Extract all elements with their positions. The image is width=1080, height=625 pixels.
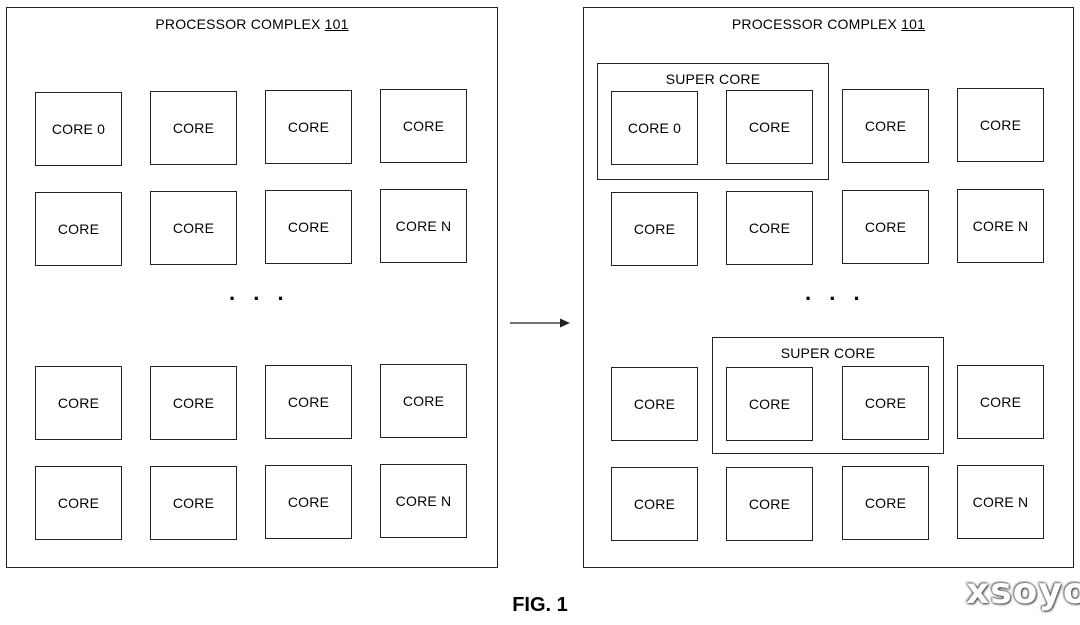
core-label: CORE [57,395,100,411]
core-box: CORE 0 [611,91,698,165]
ellipsis: . . . [805,280,866,305]
core-box: CORE [150,191,237,265]
core-label: CORE [748,119,791,135]
core-box: CORE [842,190,929,264]
core-label: CORE [633,496,676,512]
core-label: CORE [287,394,330,410]
core-box: CORE [150,366,237,440]
core-box: CORE N [380,464,467,538]
super-core-group: SUPER CORE [712,337,944,454]
core-label: CORE [287,494,330,510]
core-box: CORE [842,366,929,440]
core-box: CORE N [957,465,1044,539]
core-box: CORE [150,91,237,165]
core-label: CORE [864,495,907,511]
core-label: CORE [633,396,676,412]
core-box: CORE [957,365,1044,439]
super-core-label: SUPER CORE [665,71,761,87]
core-box: CORE [611,467,698,541]
core-label: CORE [172,220,215,236]
core-label: CORE 0 [51,121,106,137]
core-box: CORE [265,90,352,164]
core-box: CORE [957,88,1044,162]
core-label: CORE [748,220,791,236]
core-box: CORE N [957,189,1044,263]
core-label: CORE [172,495,215,511]
core-box: CORE [265,465,352,539]
super-core-label: SUPER CORE [780,345,876,361]
core-label: CORE [633,221,676,237]
core-label: CORE N [395,493,452,509]
core-label: CORE [172,395,215,411]
core-box: CORE [726,367,813,441]
core-box: CORE [842,89,929,163]
core-box: CORE [842,466,929,540]
core-box: CORE [726,191,813,265]
core-label: CORE 0 [627,120,682,136]
core-label: CORE [979,394,1022,410]
core-box: CORE [726,90,813,164]
ellipsis: . . . [229,280,290,305]
core-box: CORE [35,366,122,440]
core-box: CORE [265,365,352,439]
core-label: CORE [172,120,215,136]
processor-complex-reference-number: 101 [901,16,926,32]
core-box: CORE [380,364,467,438]
core-label: CORE [57,221,100,237]
core-label: CORE [402,393,445,409]
core-label: CORE [402,118,445,134]
core-label: CORE [748,396,791,412]
core-label: CORE [864,219,907,235]
core-label: CORE [979,117,1022,133]
core-box: CORE [35,192,122,266]
core-box: CORE [611,367,698,441]
processor-complex-reference-number: 101 [324,16,349,32]
core-box: CORE [611,192,698,266]
processor-complex-title: PROCESSOR COMPLEX 101 [584,16,1073,32]
watermark-logo: xsoyo [966,571,1080,612]
core-label: CORE N [395,218,452,234]
core-box: CORE [265,190,352,264]
core-label: CORE [864,395,907,411]
processor-complex-title-text: PROCESSOR COMPLEX [155,16,321,32]
core-label: CORE N [972,218,1029,234]
core-box: CORE 0 [35,92,122,166]
core-label: CORE [287,119,330,135]
core-label: CORE [748,496,791,512]
core-label: CORE [864,118,907,134]
core-box: CORE [150,466,237,540]
core-label: CORE [57,495,100,511]
figure-label: FIG. 1 [512,594,568,616]
processor-complex-title-text: PROCESSOR COMPLEX [731,16,898,32]
super-core-group: SUPER CORE [597,63,829,180]
core-box: CORE [380,89,467,163]
core-box: CORE [726,467,813,541]
core-box: CORE N [380,189,467,263]
core-label: CORE N [972,494,1029,510]
transition-arrow [510,318,570,328]
processor-complex-title: PROCESSOR COMPLEX 101 [7,16,497,32]
core-box: CORE [35,466,122,540]
core-label: CORE [287,219,330,235]
